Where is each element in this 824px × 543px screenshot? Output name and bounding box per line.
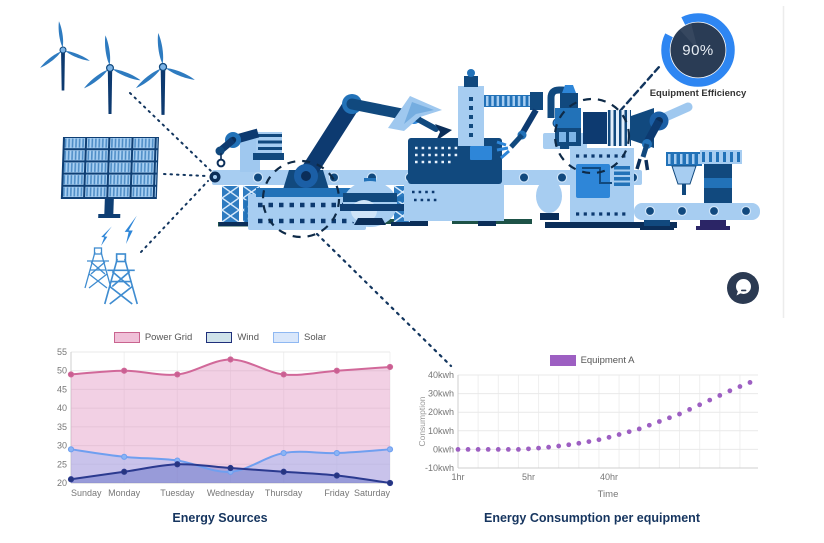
legend-item-wind[interactable]: Wind: [206, 332, 259, 343]
svg-text:Wednesday: Wednesday: [207, 488, 255, 498]
svg-text:35: 35: [57, 422, 67, 432]
svg-text:Saturday: Saturday: [354, 488, 391, 498]
connector-solar-line: [163, 173, 207, 177]
lightning-bolt-icon: [124, 215, 137, 244]
svg-text:20: 20: [57, 478, 67, 488]
svg-text:0kwh: 0kwh: [433, 444, 454, 454]
legend-swatch: [206, 332, 233, 343]
boiler-tank: [343, 178, 419, 227]
gauge-value: 90%: [682, 41, 714, 59]
drill-unit-right: [666, 152, 702, 195]
legend-label: Solar: [303, 332, 327, 343]
svg-text:-10kwh: -10kwh: [425, 463, 454, 473]
svg-text:50: 50: [57, 366, 67, 376]
machine-right-l: [700, 150, 742, 208]
annotation-circle-press: [261, 159, 341, 239]
svg-text:5hr: 5hr: [522, 472, 535, 482]
pipe-elbows: [244, 200, 274, 222]
legend-item-solar[interactable]: Solar: [272, 332, 327, 343]
speech-bubble-icon: [727, 272, 759, 304]
svg-text:30kwh: 30kwh: [428, 389, 454, 399]
annotation-circle-drill: [553, 97, 631, 175]
gauge-station: [543, 86, 587, 149]
svg-text:1hr: 1hr: [451, 472, 464, 482]
pipe-u: [448, 189, 476, 204]
legend-item-power-grid[interactable]: Power Grid: [113, 332, 193, 343]
connector-press-to-chart-line: [315, 232, 453, 368]
legend-label: Wind: [237, 332, 259, 343]
svg-text:40hr: 40hr: [600, 472, 618, 482]
control-panel-machine: [404, 138, 504, 226]
pipe-horizontal: [340, 204, 452, 211]
svg-text:25: 25: [57, 459, 67, 469]
wind-turbines-icon: [38, 20, 197, 116]
legend-consumption: Equipment A: [416, 355, 768, 366]
svg-text:Friday: Friday: [324, 488, 350, 498]
svg-text:55: 55: [57, 348, 67, 357]
power-grid-icon: [84, 215, 139, 305]
svg-text:40: 40: [57, 403, 67, 413]
svg-text:Monday: Monday: [108, 488, 141, 498]
legend-swatch: [113, 332, 140, 343]
svg-text:Time: Time: [598, 489, 619, 500]
lightning-bolt-icon: [101, 226, 112, 246]
consumption-title: Energy Consumption per equipment: [484, 511, 700, 525]
connector-power-line: [140, 180, 209, 253]
consumption-chart[interactable]: -10kwh 0kwh 10kwh 20kwh 30kwh 40kwh 1hr 5hr 40hr…: [416, 366, 768, 500]
svg-text:Tuesday: Tuesday: [160, 488, 195, 498]
legend-label: Power Grid: [144, 332, 193, 343]
conveyor-rollers: [252, 172, 639, 183]
legend-label: Equipment A: [580, 355, 635, 366]
legend-swatch: [549, 355, 576, 366]
chat-button[interactable]: [727, 272, 759, 304]
svg-text:10kwh: 10kwh: [428, 426, 454, 436]
gauge-ring: [661, 13, 735, 87]
svg-text:Thursday: Thursday: [265, 488, 303, 498]
equipment-efficiency-gauge: 90%: [656, 8, 740, 92]
svg-text:45: 45: [57, 384, 67, 394]
press-machine: [248, 170, 366, 230]
crane-arm: [215, 128, 284, 172]
legend-swatch: [272, 332, 299, 343]
connector-wind-line: [129, 92, 212, 172]
legend-energy-sources: Power Grid Wind Solar: [42, 332, 398, 343]
robot-arm-right: [635, 102, 693, 171]
tower-machine: [458, 69, 543, 160]
assembly-machine: [536, 148, 634, 222]
svg-text:30: 30: [57, 441, 67, 451]
legend-item-equipment-a[interactable]: Equipment A: [549, 355, 635, 366]
robot-arm-large: [294, 94, 452, 188]
svg-text:20kwh: 20kwh: [428, 407, 454, 417]
gauge-label: Equipment Efficiency: [649, 88, 747, 99]
svg-text:40kwh: 40kwh: [428, 370, 454, 380]
svg-text:Consumption: Consumption: [417, 396, 427, 446]
metal-sheet: [388, 96, 442, 131]
svg-text:Sunday: Sunday: [71, 488, 102, 498]
conveyor-right: [634, 203, 760, 230]
energy-sources-title: Energy Sources: [172, 511, 268, 525]
solar-panel-icon: [60, 137, 159, 218]
